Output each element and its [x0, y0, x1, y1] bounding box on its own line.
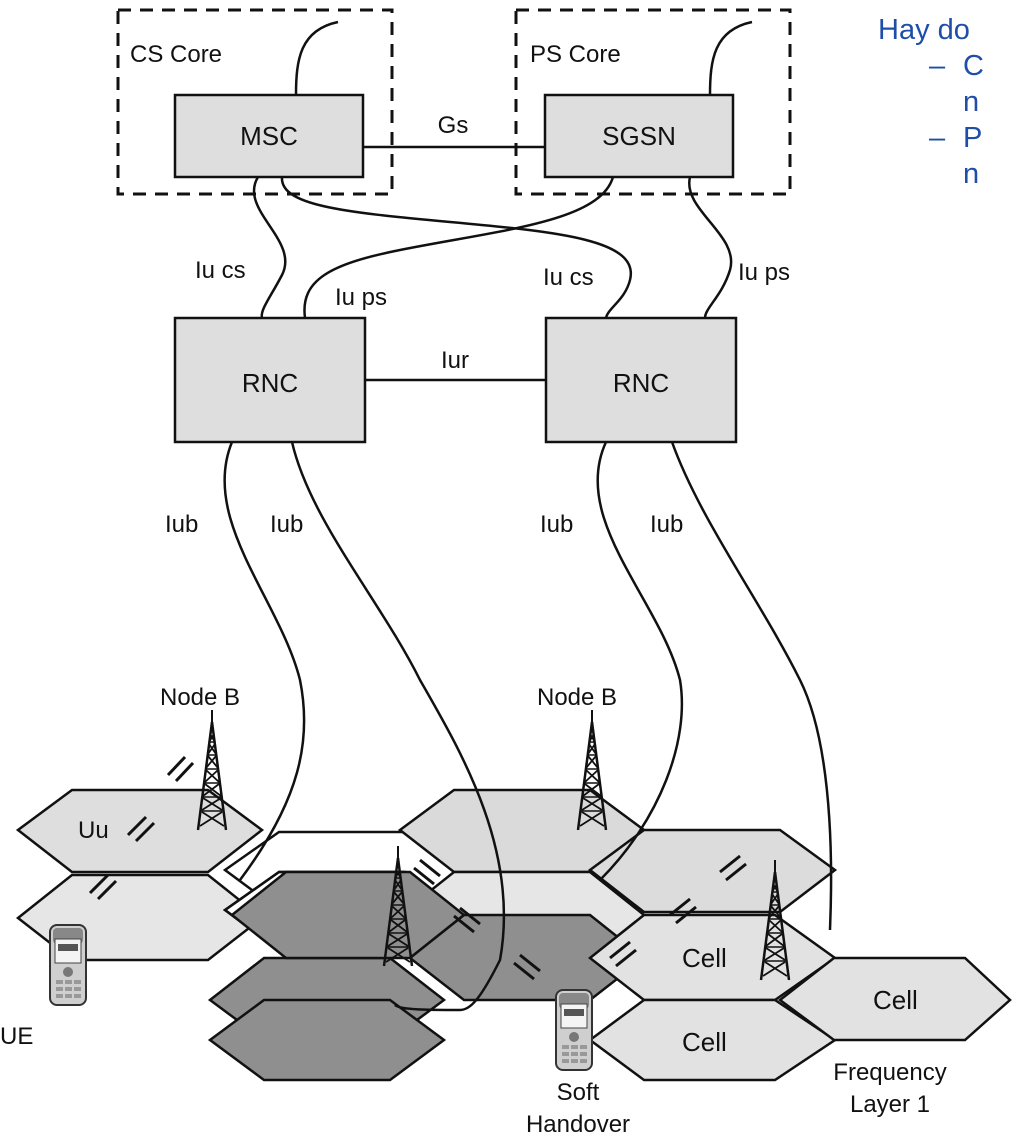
iu-ps-left-label: Iu ps [335, 284, 387, 311]
ps-core-label: PS Core [530, 41, 621, 68]
soft-handover-label-line-1: Soft [557, 1079, 600, 1106]
hex-cell-uu [15, 788, 265, 874]
side-heading: Hay do [878, 14, 970, 46]
cell-label-3: Cell [873, 985, 918, 1015]
soft-handover-label-line-2: Handover [526, 1111, 630, 1138]
side-bullet-2-line-1: P [963, 122, 983, 154]
iu-cs-right-link [280, 176, 633, 319]
node-b-left-label: Node B [160, 684, 240, 711]
side-text-panel: Hay do – C n – P n [878, 12, 1017, 192]
iub-label-1: Iub [165, 511, 198, 538]
iub-link-3 [596, 441, 684, 881]
iu-ps-right-link [688, 176, 733, 319]
bullet-dash: – [929, 122, 946, 154]
iub-label-2: Iub [270, 511, 303, 538]
hex-cell-right-upper [587, 828, 838, 914]
radio-links [88, 755, 747, 981]
iu-cs-left-link [252, 176, 287, 319]
iub-link-4 [670, 441, 833, 931]
ue-label: UE [0, 1023, 33, 1050]
hex-cell-dark-bottom [207, 998, 447, 1082]
side-bullet-2-cont: n [878, 156, 1017, 192]
iu-ps-right-label: Iu ps [738, 259, 790, 286]
frequency-layer-label-line-2: Layer 1 [850, 1091, 930, 1118]
uu-label: Uu [78, 817, 109, 844]
ue-phone-icon [49, 924, 87, 1006]
rnc-left-label: RNC [242, 368, 298, 398]
soft-handover-phone-icon [555, 989, 593, 1071]
cell-label-2: Cell [682, 1027, 727, 1057]
iub-label-3: Iub [540, 511, 573, 538]
side-bullet-2: – P [878, 120, 1017, 156]
sgsn-label: SGSN [602, 121, 676, 151]
side-bullet-1-cont: n [878, 84, 1017, 120]
iub-tail-2 [394, 1003, 461, 1012]
side-bullet-1-line-2: n [963, 86, 980, 118]
side-bullet-2-line-2: n [963, 158, 980, 190]
side-bullet-1: – C [878, 48, 1017, 84]
rnc-left-box [173, 316, 367, 444]
bullet-dash: – [929, 50, 946, 82]
frequency-layer-label-line-1: Frequency [833, 1059, 946, 1086]
rnc-right-label: RNC [613, 368, 669, 398]
iu-cs-left-label: Iu cs [195, 257, 246, 284]
msc-label: MSC [240, 121, 298, 151]
sgsn-external-link [708, 20, 753, 96]
side-bullet-1-line-1: C [963, 50, 984, 82]
iub-link-2 [290, 441, 506, 1012]
rnc-right-box [544, 316, 738, 444]
msc-external-link [294, 20, 339, 96]
iu-cs-right-label: Iu cs [543, 264, 594, 291]
iur-label: Iur [441, 347, 469, 374]
node-b-right-label: Node B [537, 684, 617, 711]
msc-box [173, 93, 365, 179]
iu-ps-left-link [303, 176, 615, 319]
cell-layer [15, 788, 1012, 1082]
cs-core-label: CS Core [130, 41, 222, 68]
iub-label-4: Iub [650, 511, 683, 538]
sgsn-box [543, 93, 735, 179]
ps-core-boundary [514, 8, 792, 196]
hex-cell-cell-3 [777, 956, 1012, 1042]
gs-label: Gs [438, 112, 469, 139]
iub-link-1 [223, 441, 306, 881]
cell-label-1: Cell [682, 943, 727, 973]
